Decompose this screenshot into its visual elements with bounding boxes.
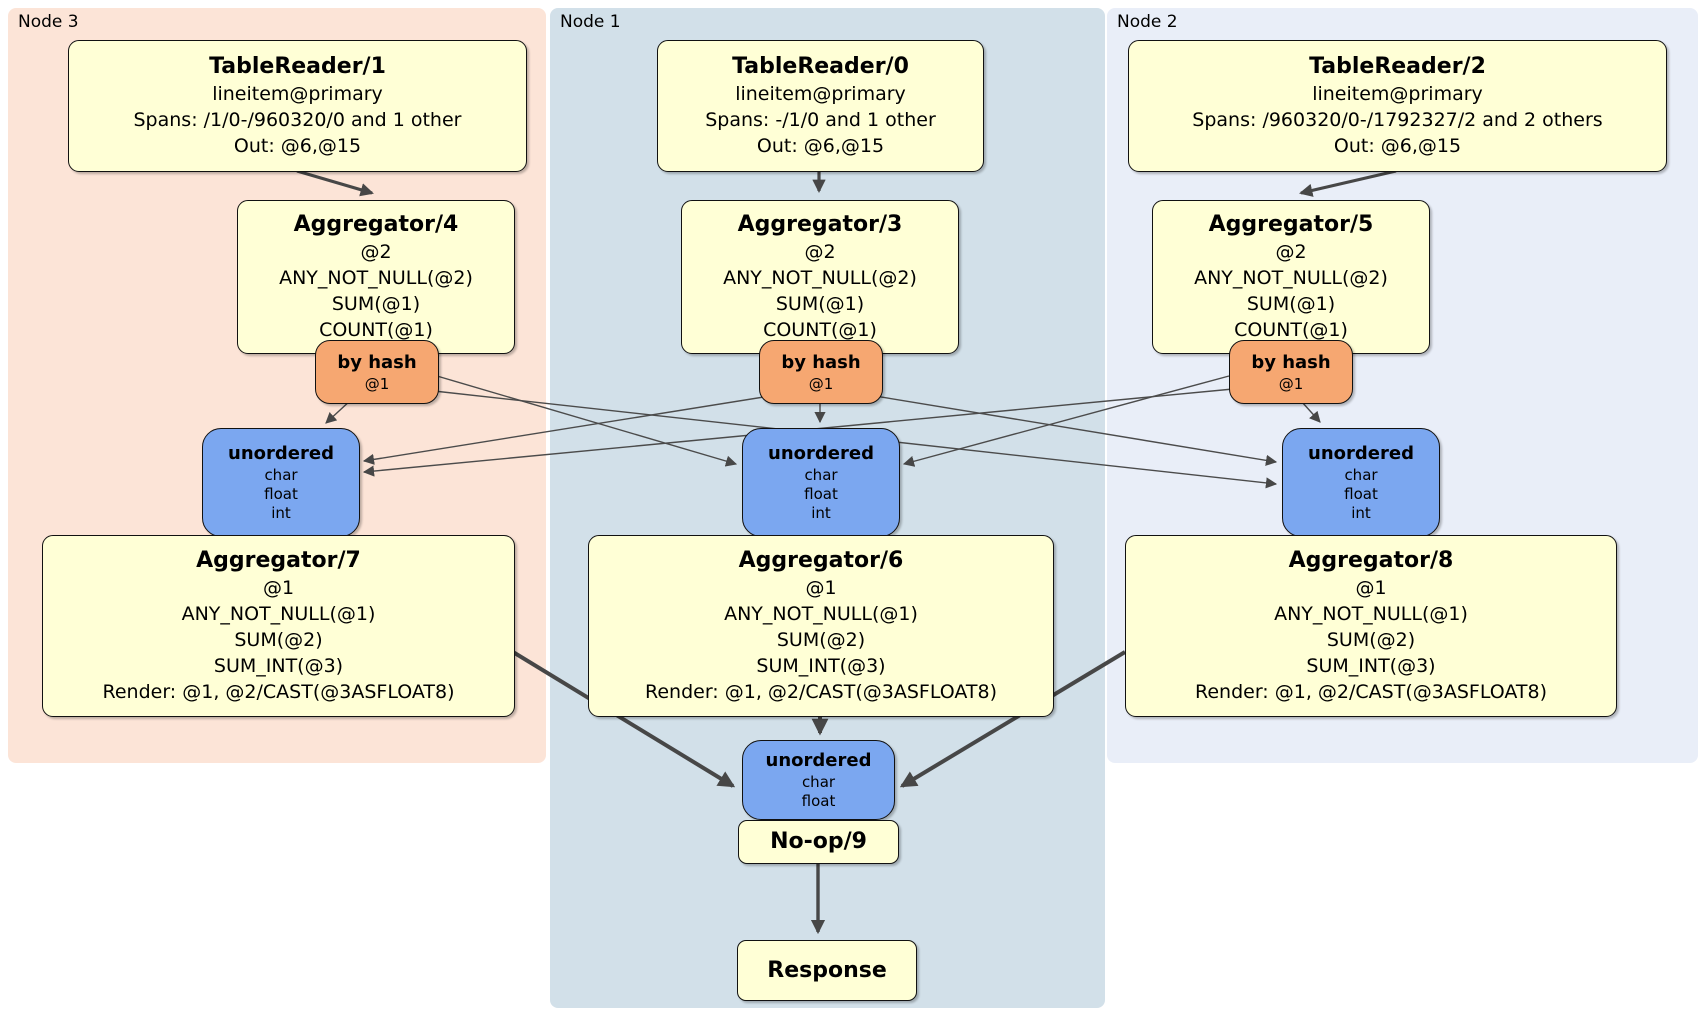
- node-detail: @1: [1355, 577, 1387, 599]
- node-noop-9: No-op/9: [738, 820, 899, 864]
- node-detail: COUNT(@1): [319, 319, 433, 341]
- node-title: TableReader/2: [1309, 54, 1486, 79]
- node-detail: lineitem@primary: [212, 83, 383, 105]
- panel-node-2-label: Node 2: [1117, 12, 1178, 32]
- node-detail: lineitem@primary: [1312, 83, 1483, 105]
- node-detail: @1: [805, 577, 837, 599]
- stream-unordered-node1: unordered char float int: [742, 428, 900, 537]
- stream-title: unordered: [228, 443, 334, 464]
- reader-to-aggregator-edges: [296, 169, 1397, 197]
- stream-column: float: [1344, 485, 1378, 503]
- node-title: Response: [767, 957, 887, 983]
- node-detail: @1: [262, 577, 295, 599]
- node-title: Aggregator/4: [293, 212, 459, 237]
- node-tablereader-2: TableReader/2 lineitem@primary Spans: /9…: [1128, 40, 1667, 172]
- stream-column: float: [801, 792, 836, 810]
- node-detail: ANY_NOT_NULL(@2): [1194, 267, 1388, 289]
- node-detail: Out: @6,@15: [233, 135, 362, 157]
- node-detail: @2: [1275, 241, 1307, 263]
- node-detail: SUM(@1): [775, 293, 865, 315]
- node-detail: Spans: /960320/0-/1792327/2 and 2 others: [1192, 109, 1603, 131]
- node-title: Aggregator/3: [737, 212, 903, 237]
- node-detail: COUNT(@1): [763, 319, 877, 341]
- stream-column: float: [264, 485, 298, 503]
- router-by-hash-3: by hash @1: [759, 340, 883, 404]
- node-detail: ANY_NOT_NULL(@2): [279, 267, 473, 289]
- node-detail: Spans: -/1/0 and 1 other: [705, 109, 936, 131]
- node-detail: SUM(@2): [234, 629, 323, 651]
- node-detail: COUNT(@1): [1234, 319, 1348, 341]
- node-detail: Spans: /1/0-/960320/0 and 1 other: [133, 109, 462, 131]
- node-detail: Out: @6,@15: [1333, 135, 1462, 157]
- node-title: Aggregator/7: [196, 548, 361, 573]
- node-detail: Render: @1, @2/CAST(@3ASFLOAT8): [645, 681, 997, 703]
- node-aggregator-6: Aggregator/6 @1 ANY_NOT_NULL(@1) SUM(@2)…: [588, 535, 1054, 717]
- stream-column: int: [1351, 504, 1371, 522]
- node-detail: ANY_NOT_NULL(@1): [1274, 603, 1468, 625]
- node-detail: Render: @1, @2/CAST(@3ASFLOAT8): [1195, 681, 1547, 703]
- node-aggregator-5: Aggregator/5 @2 ANY_NOT_NULL(@2) SUM(@1)…: [1152, 200, 1430, 354]
- node-detail: SUM_INT(@3): [756, 655, 886, 677]
- stream-title: unordered: [765, 750, 872, 771]
- node-detail: ANY_NOT_NULL(@1): [181, 603, 376, 625]
- router-by-hash-5: by hash @1: [1229, 340, 1353, 404]
- node-title: Aggregator/5: [1208, 212, 1374, 237]
- router-title: by hash: [337, 351, 417, 373]
- node-detail: SUM(@1): [331, 293, 421, 315]
- router-title: by hash: [1251, 351, 1331, 373]
- panel-node-1-label: Node 1: [560, 12, 621, 32]
- node-title: TableReader/0: [732, 54, 909, 79]
- stream-title: unordered: [768, 443, 874, 464]
- node-detail: SUM_INT(@3): [1306, 655, 1436, 677]
- node-tablereader-0: TableReader/0 lineitem@primary Spans: -/…: [657, 40, 984, 172]
- aggregator-to-final-edges: [511, 650, 1127, 788]
- router-by-hash-4: by hash @1: [315, 340, 439, 404]
- router-title: by hash: [781, 351, 861, 373]
- node-aggregator-3: Aggregator/3 @2 ANY_NOT_NULL(@2) SUM(@1)…: [681, 200, 959, 354]
- stream-unordered-final: unordered char float: [742, 740, 895, 820]
- stream-column: char: [1344, 466, 1378, 484]
- node-detail: ANY_NOT_NULL(@2): [723, 267, 917, 289]
- stream-column: int: [811, 504, 831, 522]
- node-tablereader-1: TableReader/1 lineitem@primary Spans: /1…: [68, 40, 527, 172]
- node-aggregator-8: Aggregator/8 @1 ANY_NOT_NULL(@1) SUM(@2)…: [1125, 535, 1617, 717]
- node-detail: ANY_NOT_NULL(@1): [724, 603, 918, 625]
- stream-column: char: [264, 466, 298, 484]
- node-aggregator-7: Aggregator/7 @1 ANY_NOT_NULL(@1) SUM(@2)…: [42, 535, 515, 717]
- node-detail: @2: [360, 241, 392, 263]
- router-detail: @1: [364, 374, 390, 393]
- stream-column: char: [801, 773, 836, 791]
- stream-column: int: [271, 504, 291, 522]
- stream-unordered-node2: unordered char float int: [1282, 428, 1440, 537]
- stream-column: float: [804, 485, 838, 503]
- node-response: Response: [737, 940, 917, 1001]
- node-detail: SUM(@2): [776, 629, 866, 651]
- panel-node-3-label: Node 3: [18, 12, 79, 32]
- stream-column: char: [804, 466, 838, 484]
- node-detail: Render: @1, @2/CAST(@3ASFLOAT8): [102, 681, 455, 703]
- node-aggregator-4: Aggregator/4 @2 ANY_NOT_NULL(@2) SUM(@1)…: [237, 200, 515, 354]
- node-detail: lineitem@primary: [735, 83, 906, 105]
- node-title: Aggregator/6: [738, 548, 904, 573]
- node-detail: Out: @6,@15: [756, 135, 885, 157]
- router-detail: @1: [808, 374, 834, 393]
- node-detail: SUM(@1): [1246, 293, 1336, 315]
- node-title: TableReader/1: [209, 54, 386, 79]
- node-detail: SUM_INT(@3): [213, 655, 344, 677]
- node-title: Aggregator/8: [1288, 548, 1454, 573]
- node-detail: @2: [804, 241, 836, 263]
- node-detail: SUM(@2): [1326, 629, 1416, 651]
- router-detail: @1: [1278, 374, 1304, 393]
- node-title: No-op/9: [770, 829, 867, 854]
- stream-unordered-node3: unordered char float int: [202, 428, 360, 537]
- stream-title: unordered: [1308, 443, 1414, 464]
